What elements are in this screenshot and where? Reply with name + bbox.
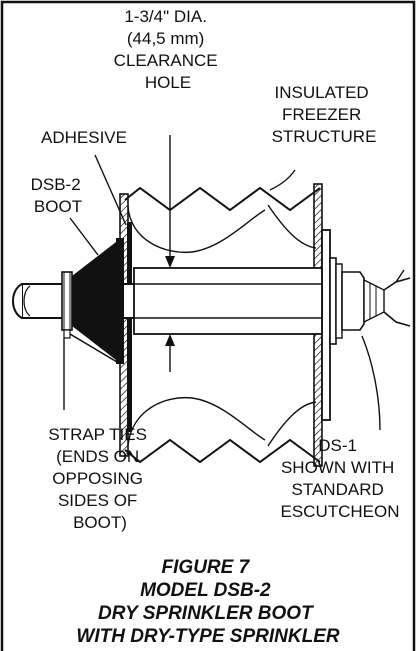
clearance-dimension	[165, 135, 175, 372]
sprinkler-head	[329, 257, 411, 345]
adhesive-label: ADHESIVE	[41, 128, 127, 147]
adhesive-strip	[127, 222, 132, 432]
strap-tie	[61, 271, 118, 363]
boot-label: DSB-2 BOOT	[31, 175, 86, 216]
leader-lines	[63, 154, 381, 431]
insulation-cavity	[124, 186, 321, 464]
strap-ties-label: STRAP TIES (ENDS ON OPPOSING SIDES OF BO…	[48, 425, 151, 532]
clearance-hole-label: 1-3/4" DIA. (44,5 mm) CLEARANCE HOLE	[114, 7, 223, 92]
ds1-label: DS-1 SHOWN WITH STANDARD ESCUTCHEON	[280, 436, 399, 521]
boot-flange	[116, 238, 124, 364]
sprinkler-sleeve	[133, 267, 323, 335]
dsb-2-boot	[72, 242, 122, 360]
structure-label: INSULATED FREEZER STRUCTURE	[272, 83, 377, 146]
figure-caption: FIGURE 7 MODEL DSB-2 DRY SPRINKLER BOOT …	[76, 557, 339, 647]
escutcheon-plate	[321, 229, 331, 421]
